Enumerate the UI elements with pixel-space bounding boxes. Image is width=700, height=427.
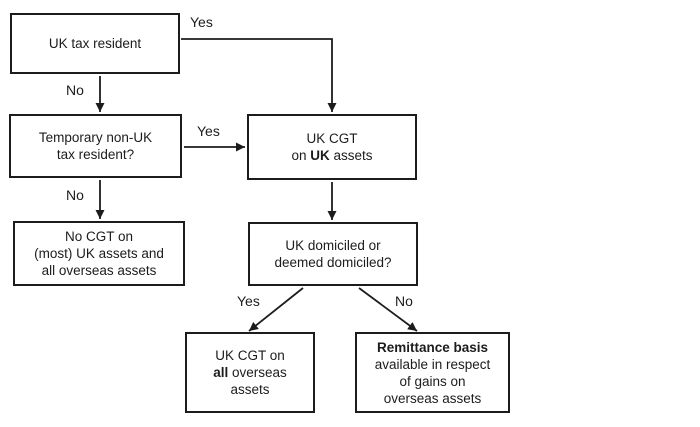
node-uk-tax-resident-text: UK tax resident bbox=[48, 36, 142, 51]
node-no-cgt-line3: all overseas assets bbox=[41, 263, 157, 278]
node-uk-cgt-uk-assets-line2: on UK assets bbox=[291, 147, 372, 164]
edge-label-temporary-yes: Yes bbox=[197, 123, 220, 139]
node-uk-domiciled-line2: deemed domiciled? bbox=[274, 255, 392, 270]
node-uk-cgt-uk-assets: UK CGT on UK assets bbox=[247, 114, 417, 180]
node-uk-domiciled: UK domiciled or deemed domiciled? bbox=[248, 222, 418, 286]
edge-uk-tax-resident-yes-arrow bbox=[181, 38, 337, 112]
node-uk-cgt-all-overseas-line3: assets bbox=[230, 382, 270, 397]
node-no-cgt-line1: No CGT on bbox=[64, 229, 134, 244]
node-uk-cgt-all-overseas-line2-post: overseas bbox=[228, 365, 287, 380]
node-uk-cgt-uk-assets-line1: UK CGT bbox=[306, 131, 358, 146]
node-uk-cgt-all-overseas-line2-bold: all bbox=[213, 365, 229, 380]
node-uk-cgt-uk-assets-line2-pre: on bbox=[291, 148, 311, 163]
node-uk-domiciled-line1: UK domiciled or bbox=[285, 238, 381, 253]
node-no-cgt: No CGT on (most) UK assets and all overs… bbox=[13, 221, 185, 286]
node-uk-cgt-all-overseas-line1: UK CGT on bbox=[215, 348, 285, 363]
node-uk-cgt-uk-assets-line2-bold: UK bbox=[310, 148, 330, 163]
node-remittance-line1: Remittance basis bbox=[376, 339, 489, 355]
node-uk-tax-resident: UK tax resident bbox=[10, 13, 180, 74]
edge-domiciled-no-arrow bbox=[358, 287, 418, 332]
node-uk-cgt-all-overseas: UK CGT on all overseas assets bbox=[185, 332, 315, 413]
edge-label-uk-tax-resident-no: No bbox=[66, 82, 84, 98]
node-temporary-line1: Temporary non-UK bbox=[38, 130, 153, 145]
edge-label-uk-tax-resident-yes: Yes bbox=[190, 14, 213, 30]
node-temporary-line2: tax resident? bbox=[56, 147, 135, 162]
node-uk-cgt-all-overseas-line2: all overseas bbox=[213, 364, 287, 381]
node-uk-cgt-uk-assets-line2-post: assets bbox=[329, 148, 373, 163]
node-no-cgt-line2: (most) UK assets and bbox=[34, 246, 164, 261]
node-temporary-non-uk-resident: Temporary non-UK tax resident? bbox=[9, 114, 182, 178]
node-remittance-line3: of gains on bbox=[399, 373, 466, 389]
node-remittance-basis: Remittance basis available in respect of… bbox=[355, 332, 510, 413]
edge-label-temporary-no: No bbox=[66, 187, 84, 203]
node-remittance-line4: overseas assets bbox=[383, 390, 482, 406]
edge-label-domiciled-no: No bbox=[395, 293, 413, 309]
node-remittance-line2: available in respect bbox=[374, 356, 491, 372]
edge-domiciled-yes-arrow bbox=[248, 287, 304, 332]
edge-label-domiciled-yes: Yes bbox=[237, 293, 260, 309]
